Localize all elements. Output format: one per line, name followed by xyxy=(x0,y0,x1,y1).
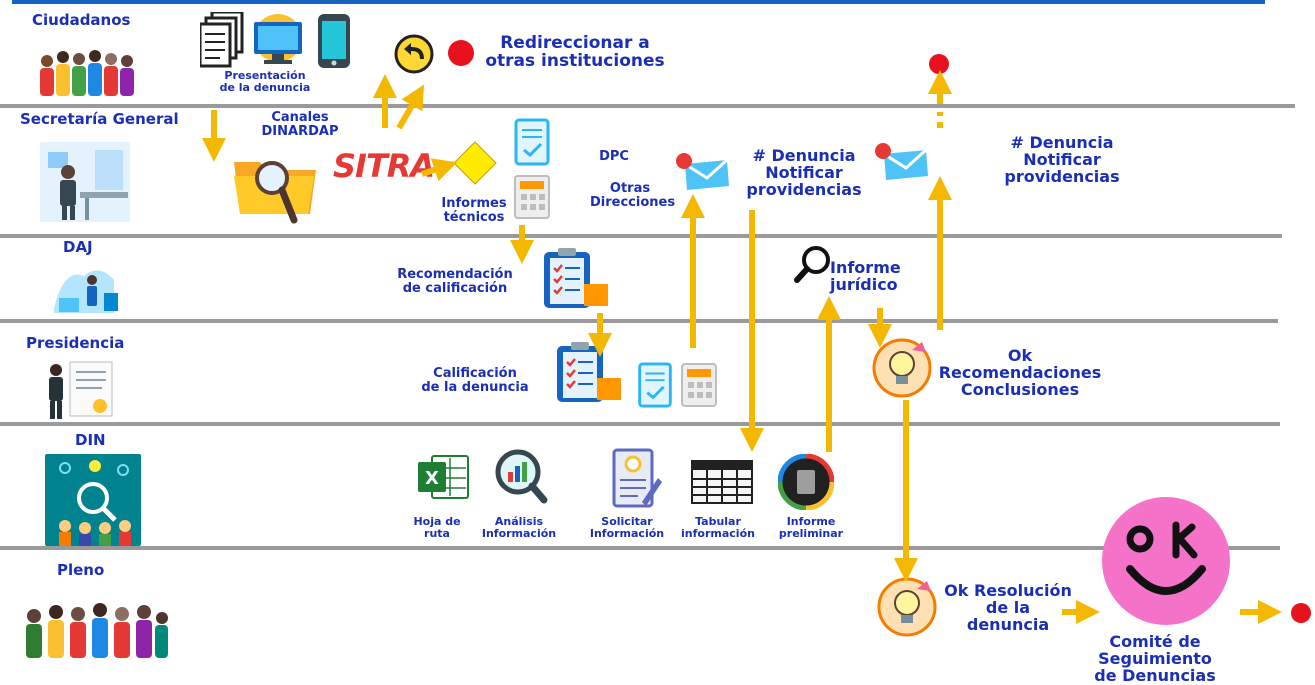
lightbulb-idea-icon xyxy=(877,577,937,641)
lane-secretaria-general: Secretaría General xyxy=(20,110,179,128)
lane-din: DIN xyxy=(75,431,106,449)
excel-icon: X xyxy=(418,454,470,504)
clipboard-checklist-icon xyxy=(540,246,612,316)
lane-pleno: Pleno xyxy=(57,561,105,579)
decision-diamond-icon xyxy=(452,140,498,190)
presidencia-illustration xyxy=(38,356,120,422)
secretary-illustration xyxy=(40,142,130,222)
ok-face-icon xyxy=(1100,495,1232,631)
lane-presidencia: Presidencia xyxy=(26,334,125,352)
lane-divider xyxy=(0,234,1282,238)
magnifier-icon xyxy=(793,244,833,288)
excel-letter: X xyxy=(425,468,439,489)
end-dot-icon xyxy=(447,39,475,71)
lane-daj: DAJ xyxy=(63,238,93,256)
clipboard-checklist-icon xyxy=(553,340,625,410)
computer-icon xyxy=(248,12,306,72)
end-dot-icon xyxy=(1290,602,1312,628)
calculator-doc-icon xyxy=(680,362,718,412)
calculator-doc-icon xyxy=(513,174,551,224)
mail-notification-icon xyxy=(675,152,733,198)
report-icon xyxy=(514,118,550,170)
lane-divider xyxy=(0,104,1295,108)
folder-search-icon xyxy=(230,148,320,228)
lane-divider xyxy=(0,319,1278,323)
documents-icon xyxy=(198,10,244,72)
din-illustration xyxy=(45,454,141,546)
lane-ciudadanos: Ciudadanos xyxy=(32,11,131,29)
top-divider xyxy=(12,0,1265,4)
end-dot-icon xyxy=(928,53,950,79)
dpc-label: DPC xyxy=(599,149,629,164)
daj-illustration xyxy=(44,258,129,318)
mail-notification-icon xyxy=(874,142,932,188)
request-form-icon xyxy=(608,448,664,516)
lightbulb-idea-icon xyxy=(872,338,932,402)
citizens-illustration xyxy=(35,33,140,101)
preliminary-report-icon xyxy=(777,453,835,514)
analysis-magnifier-icon xyxy=(494,448,548,508)
pleno-illustration xyxy=(20,598,170,660)
table-grid-icon xyxy=(691,460,753,508)
lane-divider xyxy=(0,546,1280,550)
report-icon xyxy=(637,362,673,412)
sitra-logo: SITRA xyxy=(333,147,435,185)
smartphone-icon xyxy=(316,12,352,74)
return-icon xyxy=(394,34,434,78)
lane-divider xyxy=(0,422,1280,426)
